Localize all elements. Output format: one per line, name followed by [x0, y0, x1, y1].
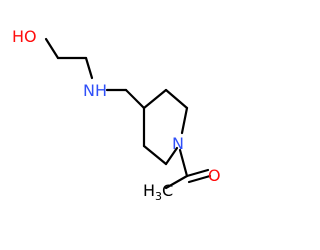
methyl-subscript: 3 [155, 190, 162, 203]
carbonyl-oxygen-label: O [208, 166, 221, 185]
amine-label: NH [83, 81, 107, 100]
bond-carbonyl-methyl [164, 174, 189, 190]
methyl-c: C [162, 181, 173, 200]
bonds [44, 37, 212, 190]
bond-carbonyl-o-2 [187, 174, 212, 184]
bond-ch2-c4 [124, 88, 146, 110]
bond-c3b-c2b [142, 144, 168, 166]
bond-o-c1 [44, 37, 60, 60]
hydroxyl-label: HO [12, 27, 37, 46]
bond-c3a-c2a [164, 88, 189, 110]
molecule-structure: HO NH N O H3C [12, 27, 221, 203]
bond-c2-nh [84, 56, 94, 80]
ring-nitrogen-label: N [172, 134, 184, 153]
bond-n-carbonyl [178, 148, 189, 178]
bond-c2b-n [164, 146, 179, 166]
methyl-h: H [143, 181, 155, 200]
methyl-label: H3C [143, 181, 173, 203]
bond-c2a-n [180, 106, 189, 135]
atom-labels: HO NH N O H3C [12, 27, 221, 203]
bond-c4-c3a [142, 88, 168, 110]
bond-carbonyl-o-1 [185, 168, 210, 178]
